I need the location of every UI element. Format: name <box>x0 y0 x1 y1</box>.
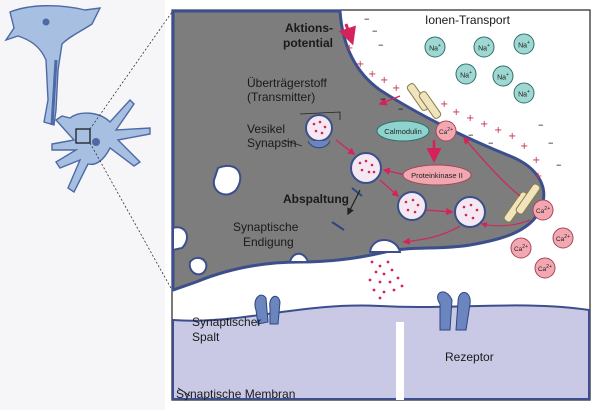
label-aktions: Aktions- <box>285 22 333 35</box>
label-synaptische-endigung-2: Endigung <box>243 236 294 249</box>
neuron-overview <box>0 0 172 410</box>
label-abspaltung: Abspaltung <box>283 193 349 206</box>
label-calmodulin: Calmodulin <box>379 127 427 136</box>
detail-panel <box>172 10 590 400</box>
label-transmitter: (Transmitter) <box>247 91 315 104</box>
label-rezeptor: Rezeptor <box>445 351 494 364</box>
terminal-pocket-1 <box>214 166 240 195</box>
label-vesikel: Vesikel <box>247 123 285 136</box>
label-synapsin: Synapsin <box>247 137 296 150</box>
label-synaptischer-spalt-2: Spalt <box>192 331 219 344</box>
ca-label-inside: Ca2+ <box>433 127 459 136</box>
na-label-5: Na+ <box>493 72 513 81</box>
label-synaptischer-spalt-1: Synaptischer <box>192 316 261 329</box>
label-synaptische-endigung-1: Synaptische <box>233 221 298 234</box>
na-label-3: Na+ <box>514 40 534 49</box>
neuron-nucleus-upper <box>43 19 50 26</box>
label-proteinkinase: Proteinkinase II <box>404 171 470 180</box>
ca-label-4: Ca2+ <box>532 264 558 273</box>
na-label-1: Na+ <box>425 43 445 52</box>
label-uebertraegerstoff: Überträgerstoff <box>247 77 327 90</box>
vesicle-4 <box>455 197 485 227</box>
label-potential: potential <box>283 37 333 50</box>
na-label-6: Na+ <box>514 89 534 98</box>
ca-label-3: Ca2+ <box>508 244 534 253</box>
label-ionen-transport: Ionen-Transport <box>425 14 510 27</box>
ca-label-2: Ca2+ <box>550 234 576 243</box>
ca-label-1: Ca2+ <box>530 206 556 215</box>
label-synaptische-membran: Synaptische Membran <box>176 388 295 401</box>
na-label-4: Na+ <box>456 70 476 79</box>
vesicle-3 <box>398 192 426 220</box>
membrane-gap <box>396 322 404 400</box>
na-label-2: Na+ <box>474 43 494 52</box>
vesicle-1 <box>306 115 332 141</box>
neuron-nucleus-lower <box>92 138 100 146</box>
vesicle-2 <box>351 153 381 183</box>
